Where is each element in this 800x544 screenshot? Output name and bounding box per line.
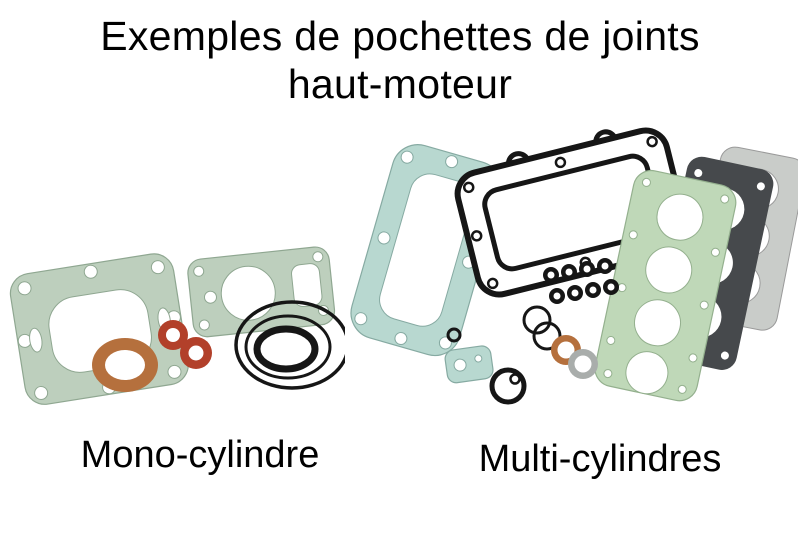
head-gasket-green [594,169,737,402]
rubber-washer [532,321,562,351]
rocker-gasket-port [291,263,323,308]
mono-cylinder-illustration [9,246,350,405]
teal-gasket-opening [379,173,474,327]
multi-cylinder-figure [338,122,800,422]
cylinder-bore [634,299,682,347]
oil-seal [489,367,527,405]
cylinder-bore [625,351,669,395]
copper-washer [92,338,158,392]
sealing-washers [522,305,598,379]
valve-stem-seals [543,258,619,304]
cylinder-bore [656,193,704,241]
rocker-gasket-bore [220,265,276,321]
mono-cylinder-figure [5,225,350,440]
rust-washers [158,320,212,369]
caption-multi-cylindres: Multi-cylindres [478,438,722,480]
multi-cylinder-illustration [350,127,800,405]
title-line-2: haut-moteur [287,61,513,108]
small-teal-gasket [444,345,494,384]
caption-mono-cylindre: Mono-cylindre [80,434,320,476]
title-line-1: Exemples de pochettes de joints [100,13,700,59]
small-o-ring [446,327,462,343]
o-ring-middle [244,314,332,380]
cylinder-bore [645,246,693,294]
rocker-cover-gasket [187,246,336,338]
o-ring-inner [253,325,319,373]
rubber-washer [522,305,552,335]
